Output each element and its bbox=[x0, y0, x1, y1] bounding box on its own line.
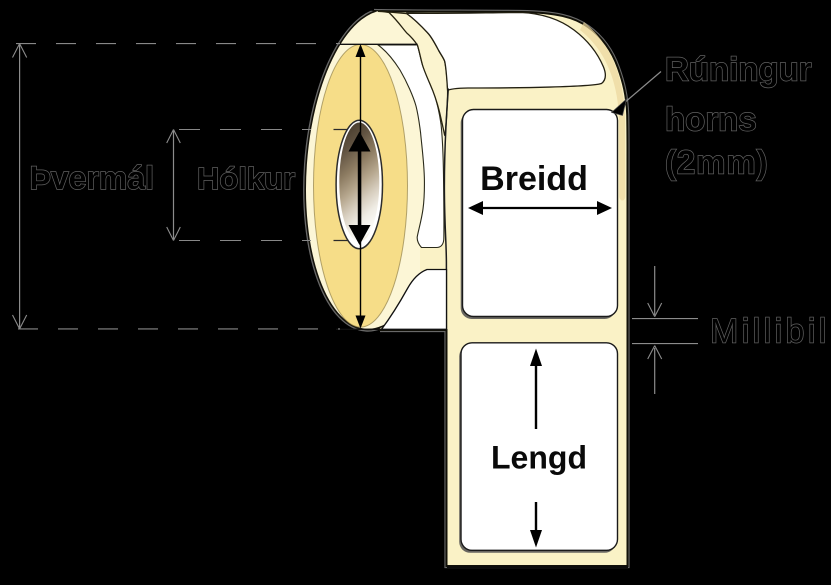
svg-text:Breidd: Breidd bbox=[480, 160, 588, 198]
svg-text:Rúningur: Rúningur bbox=[665, 51, 812, 88]
svg-text:Millibil: Millibil bbox=[710, 313, 830, 351]
svg-text:Þvermál: Þvermál bbox=[30, 160, 155, 196]
svg-text:Hólkur: Hólkur bbox=[197, 161, 295, 196]
svg-text:(2mm): (2mm) bbox=[665, 144, 769, 181]
svg-text:horns: horns bbox=[665, 101, 757, 138]
svg-text:Lengd: Lengd bbox=[491, 440, 587, 476]
